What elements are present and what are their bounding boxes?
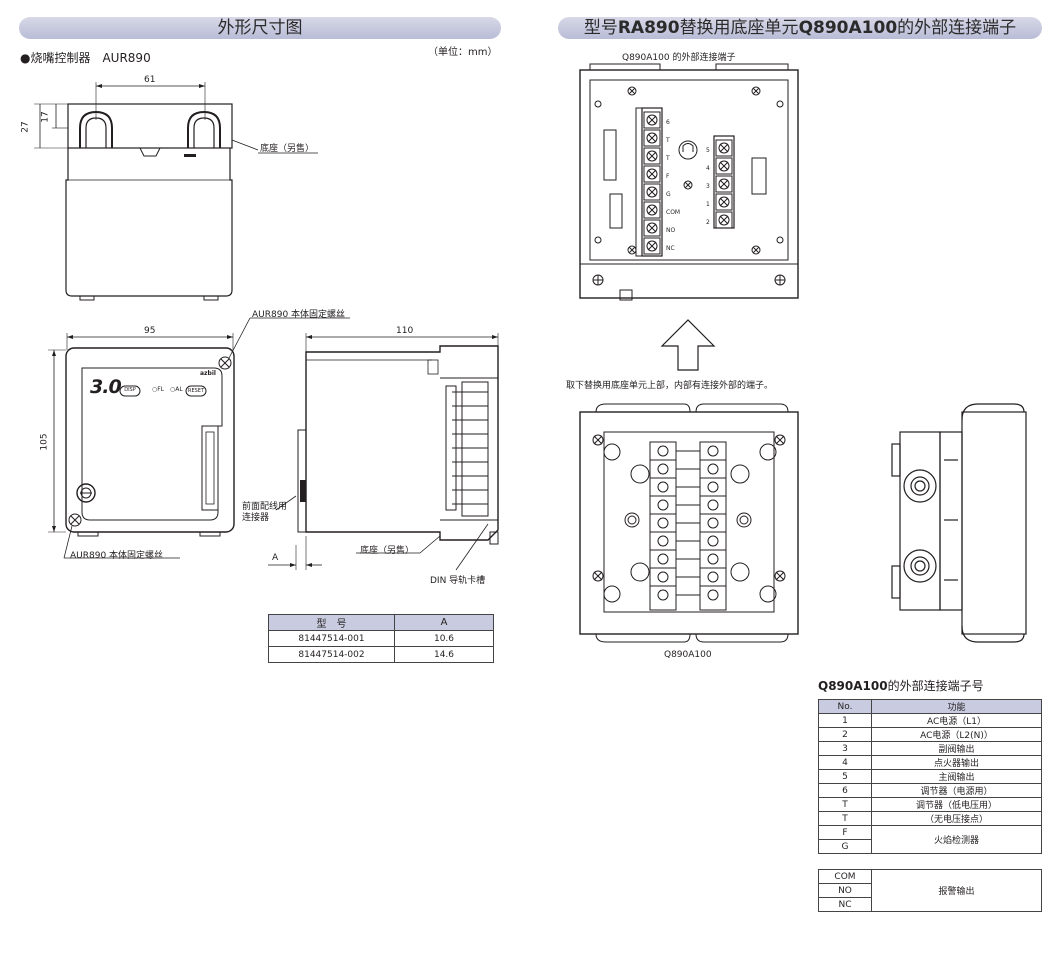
left-section-banner: 外形尺寸图 <box>19 17 501 39</box>
term-no: G <box>818 839 872 854</box>
terminal-label: T <box>666 155 670 162</box>
din-label: DIN 导轨卡槽 <box>430 576 486 586</box>
screw-label-top: AUR890 本体固定螺丝 <box>252 310 346 320</box>
disp-button: DISP <box>124 387 136 393</box>
terminal-table-title: Q890A100的外部连接端子号 <box>818 677 984 694</box>
table-row: COM 报警输出 <box>818 869 1042 912</box>
terminal-label: 2 <box>706 219 710 226</box>
banner-mid: 替换用底座单元 <box>679 18 799 38</box>
term-function: 点火器输出 <box>871 755 1042 770</box>
table-row: F 火焰检测器 <box>818 825 1042 854</box>
table-row: NC <box>818 897 1042 912</box>
instruction-text: 取下替换用底座单元上部，内部有连接外部的端子。 <box>566 381 774 391</box>
front-wiring-label: 前面配线用 连接器 <box>242 502 288 523</box>
bottom-caption: Q890A100 <box>664 650 712 660</box>
banner-prefix: 型号 <box>583 18 618 38</box>
base-label-top: 底座（另售） <box>260 144 315 154</box>
term-function: 调节器（低电压用） <box>871 797 1042 812</box>
term-no: NC <box>818 897 872 912</box>
term-no: 6 <box>818 783 872 798</box>
term-no: NO <box>818 883 872 898</box>
table-gap <box>818 853 1042 870</box>
al-indicator: ○AL <box>170 386 183 393</box>
banner-model-b: Q890A100 <box>798 18 898 38</box>
base-label-side: 底座（另售） <box>360 546 415 556</box>
terminal-label: COM <box>666 209 681 216</box>
spec-header-model: 型 号 <box>268 614 395 631</box>
term-no: 1 <box>818 713 872 728</box>
screw-label-bottom: AUR890 本体固定螺丝 <box>70 551 164 561</box>
model-spec-table: 型 号 A 81447514-001 10.6 81447514-002 14.… <box>268 614 494 663</box>
side-view-drawing <box>268 333 499 571</box>
dim-110: 110 <box>396 326 414 336</box>
banner-model-a: RA890 <box>617 18 680 38</box>
term-function: AC电源（L2(N)） <box>871 727 1042 742</box>
dim-a: A <box>272 553 279 563</box>
brand-logo: azbil <box>200 370 216 377</box>
terminal-diagram-top <box>579 63 799 371</box>
top-diagram-caption: Q890A100 的外部连接端子 <box>622 53 736 63</box>
terminal-label: NO <box>666 227 676 234</box>
term-no: T <box>818 797 872 812</box>
terminal-label: 6 <box>666 119 670 126</box>
terminal-label: T <box>666 137 670 144</box>
unit-note: （单位：mm） <box>428 47 498 58</box>
spec-table-header: 型 号 A <box>268 614 494 631</box>
terminal-label: F <box>666 173 670 180</box>
term-no: 3 <box>818 741 872 756</box>
banner-suffix: 的外部连接端子 <box>897 18 1017 38</box>
left-section-title: 外形尺寸图 <box>217 18 303 38</box>
term-function: 火焰检测器 <box>871 825 1042 854</box>
terminal-table-title-suffix: 的外部连接端子号 <box>887 679 984 693</box>
fl-indicator: ○FL <box>152 386 165 393</box>
table-row: T（无电压接点） <box>818 811 1042 826</box>
top-view-drawing <box>34 82 318 301</box>
term-no: F <box>818 825 872 840</box>
product-label: ●烧嘴控制器 AUR890 <box>20 51 151 65</box>
terminal-label: 1 <box>706 201 710 208</box>
term-no: 2 <box>818 727 872 742</box>
term-function: AC电源（L1） <box>871 713 1042 728</box>
header-no: No. <box>818 699 872 714</box>
term-function: 主阀输出 <box>871 769 1042 784</box>
terminal-label: G <box>666 191 671 198</box>
front-view-drawing <box>48 317 350 559</box>
display-readout: 3.0 <box>90 376 122 398</box>
terminal-diagram-bottom <box>579 403 1027 643</box>
terminal-table-header: No. 功能 <box>818 699 1042 714</box>
dim-95: 95 <box>144 326 156 336</box>
right-section-banner: 型号RA890替换用底座单元Q890A100的外部连接端子 <box>558 17 1042 39</box>
header-function: 功能 <box>871 699 1042 714</box>
reset-button: RESET <box>187 388 205 394</box>
table-row: 81447514-002 14.6 <box>268 646 494 663</box>
right-terminal-labels: 5 4 3 1 2 <box>706 142 714 232</box>
term-no: T <box>818 811 872 826</box>
terminal-label: 3 <box>706 183 710 190</box>
terminal-label: 5 <box>706 147 710 154</box>
term-no: 5 <box>818 769 872 784</box>
term-function: （无电压接点） <box>871 811 1042 826</box>
terminal-label: 4 <box>706 165 710 172</box>
term-function: 报警输出 <box>871 869 1042 912</box>
terminal-table-title-model: Q890A100 <box>818 679 888 693</box>
spec-cell-a: 14.6 <box>394 646 494 663</box>
terminal-label: NC <box>666 245 675 252</box>
term-no: COM <box>818 869 872 884</box>
spec-header-a: A <box>394 614 494 631</box>
dim-61: 61 <box>144 75 156 85</box>
left-terminal-labels: 6 T T F G COM NO NC <box>666 114 686 258</box>
term-function: 调节器（电源用） <box>871 783 1042 798</box>
term-function: 副阀输出 <box>871 741 1042 756</box>
term-no: 4 <box>818 755 872 770</box>
